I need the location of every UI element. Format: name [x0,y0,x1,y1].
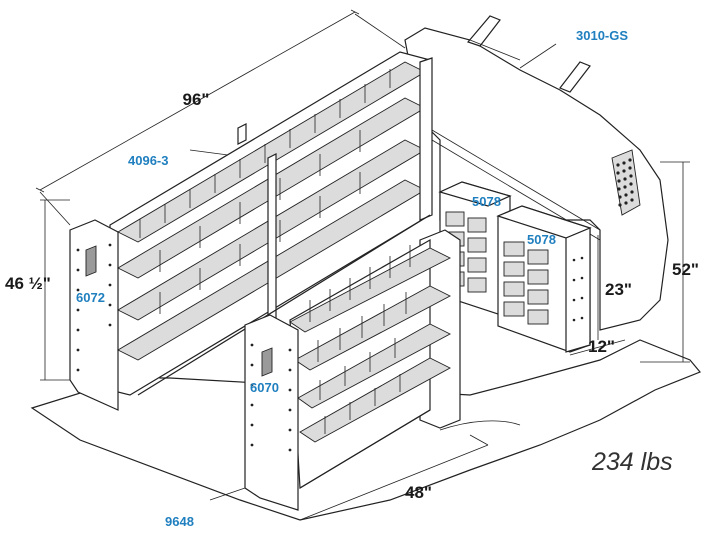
rear-bin-dividers [139,69,391,314]
dimension-height-left: 46 ½" [5,274,51,293]
dimension-lines [35,9,690,521]
total-weight: 234 lbs [591,448,673,476]
dimension-cabinet-depth: 12" [588,337,615,356]
left-panel-holes [76,243,112,372]
dimension-cabinet-height: 23" [605,280,632,299]
bulkhead-partition [404,15,669,331]
cabinet-right [496,205,592,353]
part-label-cabinet-b: 5078 [527,232,556,247]
dimension-front-width: 48" [405,483,432,502]
dimension-width: 96" [183,90,210,109]
rear-shelf-unit [69,51,433,411]
part-label-bulkhead: 3010-GS [576,28,628,43]
front-bin-dividers [309,245,411,434]
perforation-grid [616,158,634,207]
part-label-front-panel: 6070 [250,380,279,395]
front-panel-holes [250,343,292,452]
part-label-rear-shelf: 4096-3 [128,153,168,168]
part-label-floor: 9648 [165,514,194,529]
dimension-height-right: 52" [672,260,699,279]
part-label-left-panel: 6072 [76,290,105,305]
part-label-cabinet-a: 5078 [472,194,501,209]
front-shelf-unit [244,229,461,511]
